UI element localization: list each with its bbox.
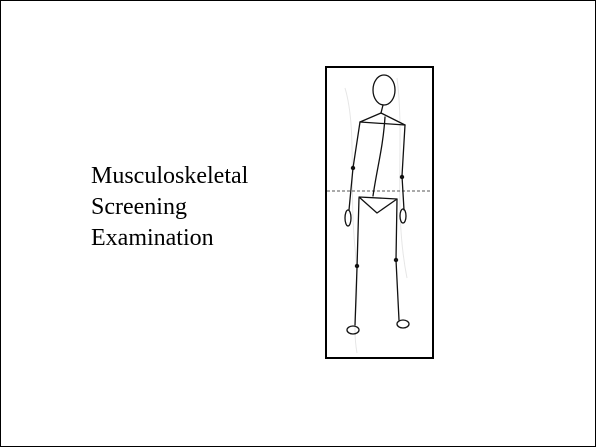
elbow-joint bbox=[400, 175, 404, 179]
stick-figure-icon bbox=[327, 68, 432, 357]
knee-joint bbox=[355, 264, 359, 268]
shoulders bbox=[360, 122, 405, 125]
pelvis bbox=[359, 197, 397, 213]
title-line-3: Examination bbox=[91, 223, 248, 254]
knee-joint bbox=[394, 258, 398, 262]
slide-title: Musculoskeletal Screening Examination bbox=[91, 161, 248, 254]
head bbox=[373, 75, 395, 105]
title-line-2: Screening bbox=[91, 192, 248, 223]
posture-figure-frame bbox=[325, 66, 434, 359]
title-line-1: Musculoskeletal bbox=[91, 161, 248, 192]
elbow-joint bbox=[351, 166, 355, 170]
